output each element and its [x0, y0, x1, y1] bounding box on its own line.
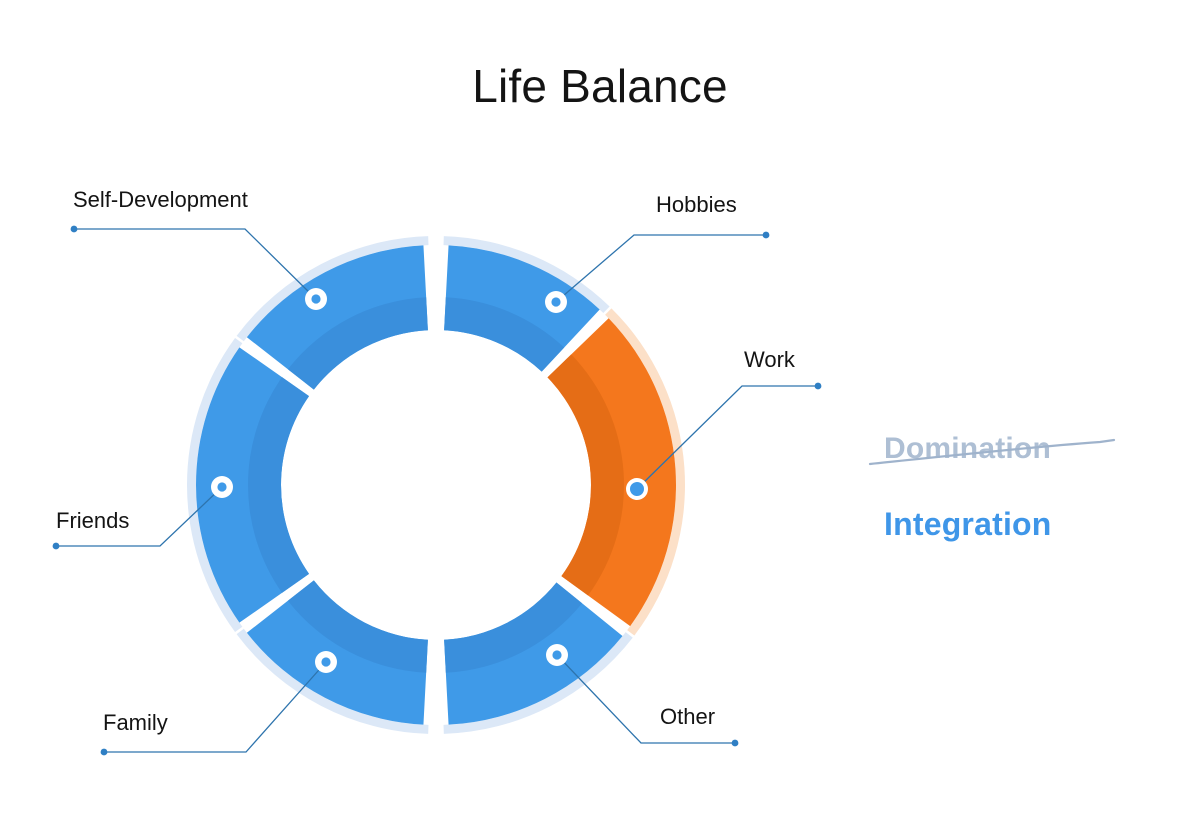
donut-halo-layer: [186, 236, 685, 734]
leader-end-dot: [762, 231, 770, 239]
slice-inner-band: [287, 580, 428, 673]
leader-end-dot: [70, 225, 78, 233]
slice-marker-work[interactable]: [626, 478, 648, 500]
marker-hole: [552, 650, 562, 660]
slice-marker-hobbies[interactable]: [545, 291, 567, 313]
slice-inner-band: [444, 582, 583, 673]
slice-marker-self-development[interactable]: [305, 288, 327, 310]
donut-slice-family[interactable]: [246, 580, 428, 725]
slice-marker-friends[interactable]: [211, 476, 233, 498]
highlight-note: Integration: [884, 506, 1052, 542]
marker-hole: [217, 482, 227, 492]
slice-marker-family[interactable]: [315, 651, 337, 673]
slice-inner-band: [547, 354, 625, 596]
leader-end-dot: [731, 739, 739, 747]
slice-label-family: Family: [103, 710, 168, 735]
leader-end-dot: [100, 748, 108, 756]
slice-halo: [443, 236, 610, 313]
slice-inner-band: [248, 377, 310, 593]
leader-line: [56, 486, 223, 547]
slice-inner-band: [444, 297, 565, 372]
slice-label-other: Other: [660, 704, 716, 729]
marker-hole: [321, 657, 331, 667]
marker-hole: [551, 297, 561, 307]
slice-label-self-development: Self-Development: [73, 187, 248, 212]
marker-active-fill: [630, 482, 644, 496]
leader-lines-layer: [52, 225, 822, 756]
leader-line: [104, 661, 327, 753]
leader-end-dot: [52, 542, 60, 550]
leader-line: [555, 234, 766, 303]
slice-label-work: Work: [744, 347, 795, 372]
leader-end-dot: [814, 382, 822, 390]
slice-halo: [443, 632, 633, 734]
leader-line: [636, 385, 818, 490]
marker-hole: [311, 294, 321, 304]
donut-slice-self-development[interactable]: [246, 245, 428, 390]
donut-slice-other[interactable]: [444, 582, 623, 725]
leader-line: [556, 654, 735, 744]
slice-label-friends: Friends: [56, 508, 130, 533]
slice-marker-other[interactable]: [546, 644, 568, 666]
slice-halo: [186, 337, 243, 633]
leader-line: [74, 228, 317, 300]
page-title: Life Balance: [472, 60, 728, 112]
slice-label-hobbies: Hobbies: [656, 192, 737, 217]
slice-inner-band: [287, 297, 428, 390]
donut-slice-hobbies[interactable]: [444, 245, 600, 372]
donut-inner-band-layer: [248, 297, 625, 673]
slice-markers-layer[interactable]: [211, 288, 648, 673]
slice-halo: [605, 308, 685, 636]
strikethrough-icon: [868, 438, 1116, 466]
